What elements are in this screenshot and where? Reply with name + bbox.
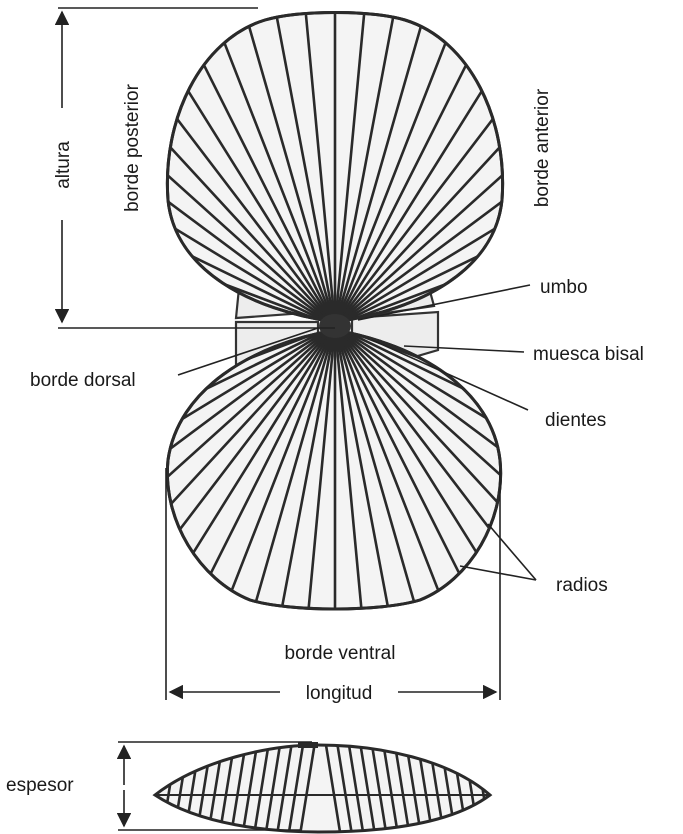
borde-posterior-label: borde posterior [122,83,143,211]
umbo-label: umbo [540,277,588,298]
side-view-shell [151,742,501,832]
borde-dorsal-label: borde dorsal [30,370,136,391]
altura-label: altura [53,141,74,189]
borde-anterior-label: borde anterior [532,88,553,207]
borde-ventral-label: borde ventral [285,643,396,664]
side-view-rib [487,745,501,832]
longitud-label: longitud [306,683,373,704]
dientes-label: dientes [545,410,606,431]
espesor-label: espesor [6,775,74,796]
muesca-bisal-label: muesca bisal [533,344,644,365]
radios-label: radios [556,575,608,596]
radios-leader-1 [488,524,536,580]
umbo-center [319,314,351,338]
radios-leader-2 [460,566,536,580]
